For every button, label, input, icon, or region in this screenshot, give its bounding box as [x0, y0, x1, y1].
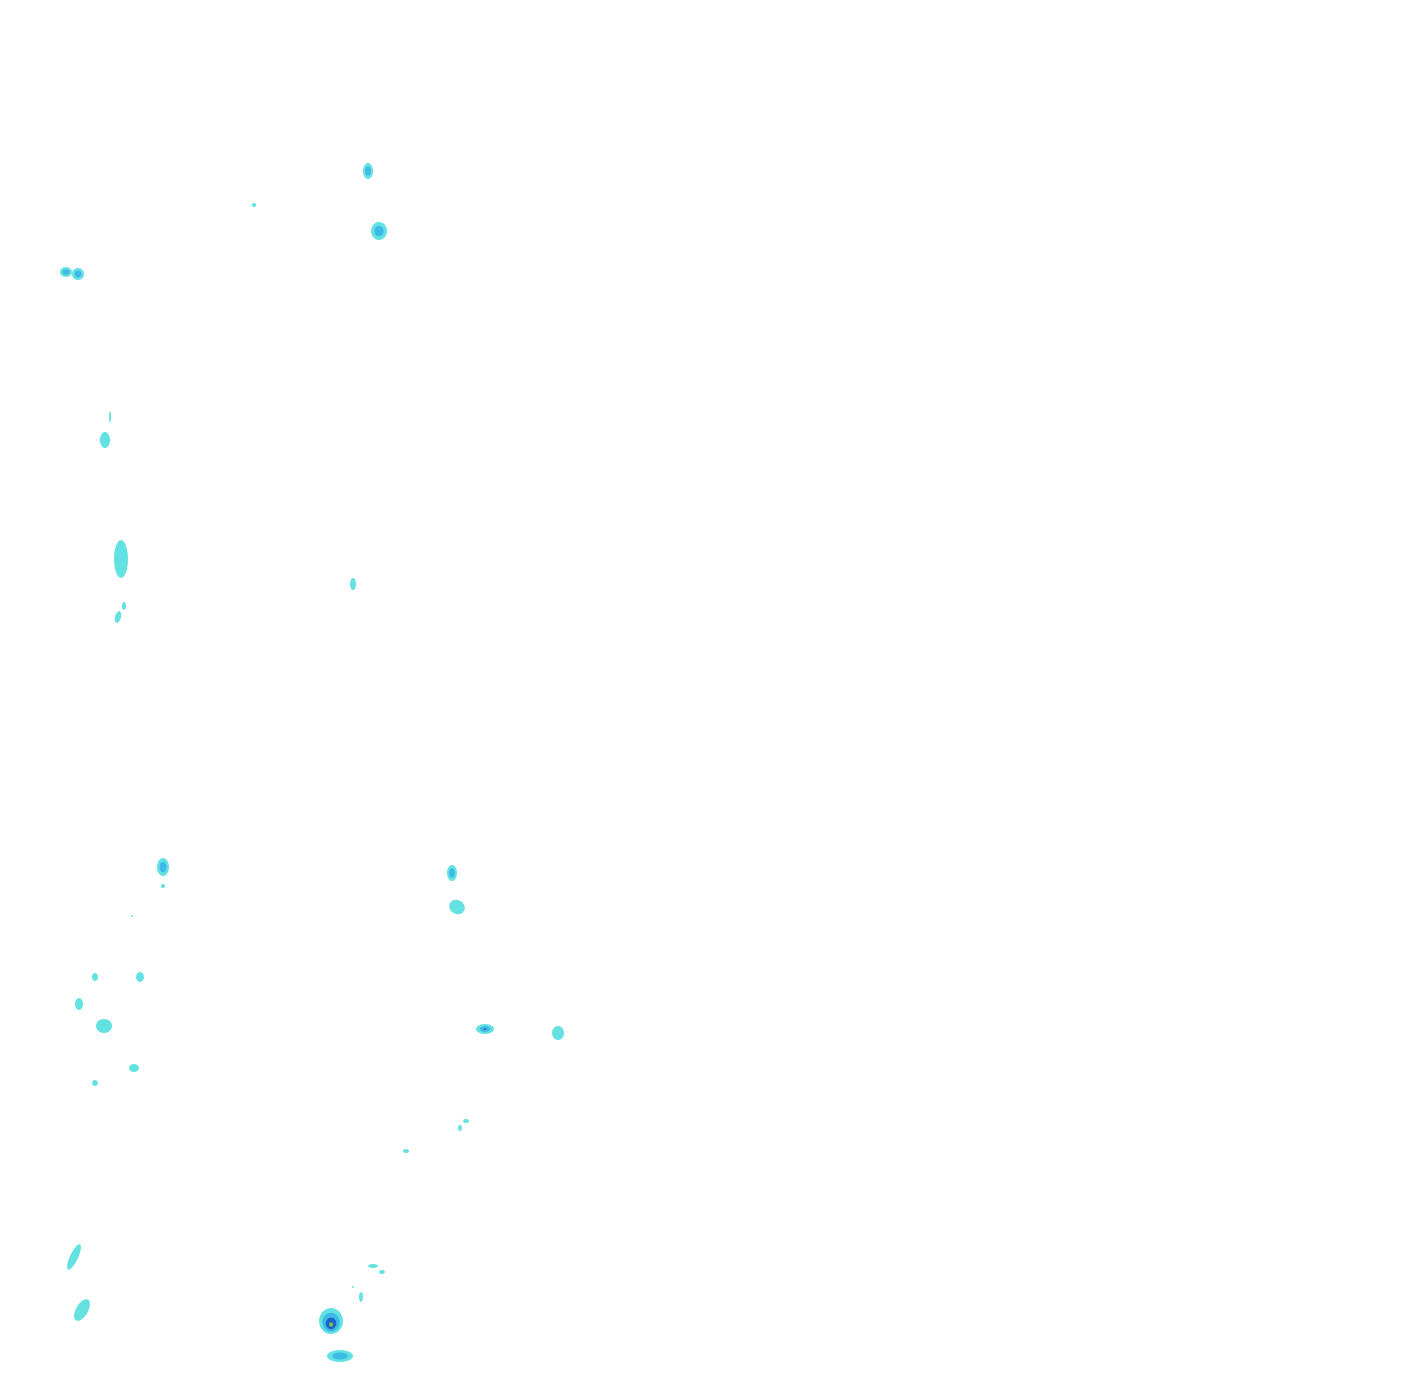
contour-level-1: [359, 1292, 363, 1302]
contour-blob: [319, 1308, 343, 1334]
contour-blob: [379, 1270, 385, 1274]
contour-blob: [114, 540, 128, 578]
contour-blob: [403, 1149, 409, 1153]
contour-level-4: [329, 1322, 333, 1327]
contour-level-1: [352, 1286, 354, 1288]
contour-level-1: [463, 1119, 469, 1123]
contour-level-1: [114, 540, 128, 578]
contour-level-1: [92, 1080, 98, 1086]
contour-level-1: [74, 1299, 90, 1321]
contour-level-1: [379, 1270, 385, 1274]
contour-level-2: [74, 270, 82, 278]
contour-level-1: [458, 1125, 462, 1131]
contour-level-1: [129, 1064, 139, 1072]
contour-blob: [74, 1299, 90, 1321]
contour-blob: [129, 1064, 139, 1072]
contour-blob: [109, 411, 111, 423]
contour-level-1: [552, 1026, 564, 1040]
contour-blob: [161, 884, 165, 888]
contour-blob: [72, 268, 84, 280]
contour-level-1: [368, 1264, 378, 1268]
contour-level-1: [92, 973, 98, 981]
contour-level-2: [159, 861, 167, 873]
contour-blob: [352, 1286, 354, 1288]
contour-blob: [359, 1292, 363, 1302]
contour-blob: [114, 611, 122, 623]
contour-blob: [449, 899, 465, 915]
contour-level-1: [67, 1244, 81, 1270]
contour-level-1: [403, 1149, 409, 1153]
contour-blob: [371, 222, 387, 240]
contour-blob: [92, 973, 98, 981]
contour-blob: [96, 1019, 112, 1033]
contour-level-2: [374, 225, 384, 237]
contour-level-2: [332, 1352, 348, 1360]
contour-blob: [131, 915, 133, 917]
contour-level-1: [114, 611, 122, 623]
contour-blob: [350, 578, 356, 590]
contour-blob: [476, 1024, 494, 1034]
contour-blob: [327, 1350, 353, 1362]
contour-blob: [458, 1125, 462, 1131]
contour-level-1: [75, 998, 83, 1010]
contour-level-3: [483, 1028, 487, 1030]
contour-level-2: [449, 868, 455, 878]
contour-level-2: [365, 166, 371, 176]
contour-blob: [463, 1119, 469, 1123]
contour-blob: [100, 432, 110, 448]
contour-level-1: [109, 411, 111, 423]
contour-blob: [136, 972, 144, 982]
contour-level-1: [449, 899, 465, 915]
contour-blob: [92, 1080, 98, 1086]
contour-blob: [552, 1026, 564, 1040]
contour-level-1: [131, 915, 133, 917]
contour-level-1: [136, 972, 144, 982]
contour-level-1: [252, 203, 256, 207]
contour-blob: [75, 998, 83, 1010]
contour-level-1: [350, 578, 356, 590]
contour-level-1: [100, 432, 110, 448]
contour-blob: [60, 267, 72, 277]
contour-blob: [157, 858, 169, 876]
contour-level-1: [161, 884, 165, 888]
contour-blob: [122, 602, 126, 610]
contour-level-2: [62, 269, 70, 275]
contour-blob: [252, 203, 256, 207]
contour-blob: [447, 865, 457, 881]
contour-level-1: [122, 602, 126, 610]
contour-blob: [368, 1264, 378, 1268]
contour-blob: [67, 1244, 81, 1270]
contour-blob: [363, 163, 373, 179]
contour-level-1: [96, 1019, 112, 1033]
